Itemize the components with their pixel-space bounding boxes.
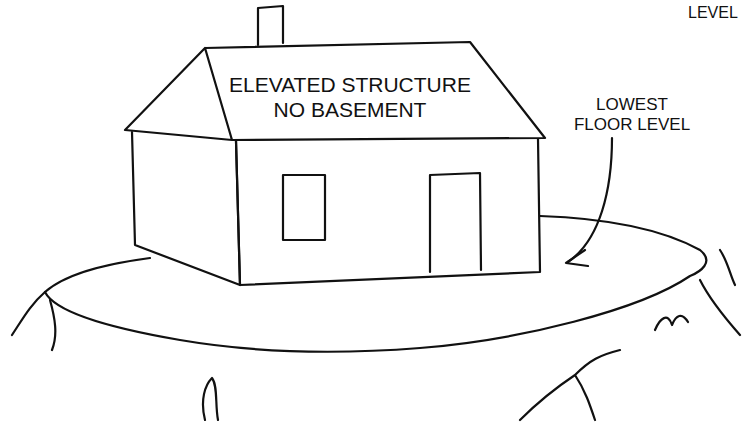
roof — [125, 42, 545, 140]
window — [283, 175, 325, 240]
mound-outline — [45, 216, 706, 352]
chimney — [258, 6, 283, 45]
floor-level-label: LOWEST FLOOR LEVEL — [568, 95, 696, 136]
gable-wall — [132, 132, 240, 285]
cut-off-label: LEVEL — [688, 3, 754, 22]
cliff-lines — [12, 250, 740, 420]
leader-line — [568, 138, 612, 262]
roof-label: ELEVATED STRUCTURE NO BASEMENT — [215, 72, 485, 122]
front-wall — [236, 139, 540, 285]
arrow-head — [566, 250, 588, 266]
door — [430, 173, 481, 272]
